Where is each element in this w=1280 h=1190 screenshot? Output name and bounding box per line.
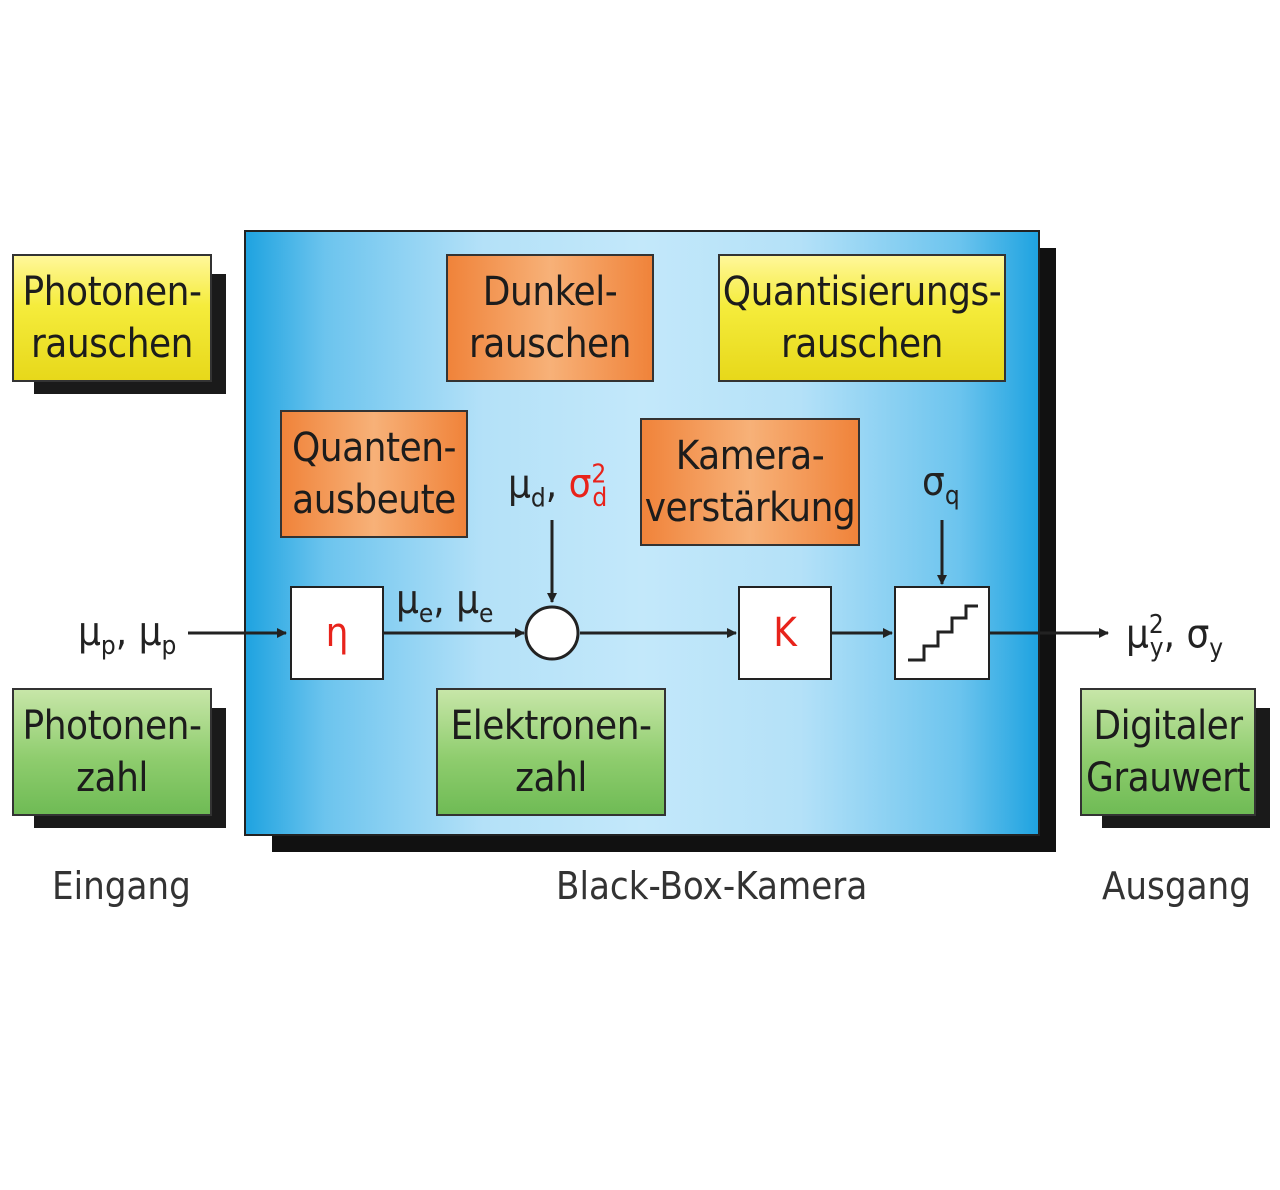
gain-symbol: K <box>773 610 797 656</box>
staircase-icon <box>908 604 978 662</box>
photon-noise-line2: rauschen <box>31 321 193 367</box>
sigma-symbol: σ <box>568 461 592 508</box>
gray-value-line1: Digitaler <box>1093 703 1243 749</box>
dark-signal-label: μd, σ2d <box>508 462 607 511</box>
quantization-noise-box: Quantisierungs- rauschen <box>718 254 1006 382</box>
mu-symbol: μ <box>78 609 101 655</box>
dark-noise-line1: Dunkel- <box>482 269 618 315</box>
photon-count-line1: Photonen- <box>22 703 202 749</box>
sigma-symbol: σ <box>922 459 945 505</box>
dark-noise-box: Dunkel- rauschen <box>446 254 654 382</box>
photon-count-box: Photonen- zahl <box>12 688 212 816</box>
electron-count-line1: Elektronen- <box>450 703 652 749</box>
camera-gain-line2: verstärkung <box>644 485 856 531</box>
y-sub: y <box>1149 633 1164 664</box>
quantum-efficiency-box: Quanten- ausbeute <box>280 410 468 538</box>
separator: , <box>115 609 139 655</box>
mu-symbol: μ <box>1126 611 1149 658</box>
e-sub: e <box>479 599 494 629</box>
separator: , <box>545 461 569 508</box>
mu-symbol: μ <box>456 577 480 623</box>
mu-symbol: μ <box>396 577 419 623</box>
gain-block: K <box>738 586 832 680</box>
camera-gain-line1: Kamera- <box>675 433 825 479</box>
mu-symbol: μ <box>508 461 531 508</box>
electron-signal-label: μe, μe <box>396 580 493 627</box>
summing-junction <box>524 605 580 661</box>
camera-gain-box: Kamera- verstärkung <box>640 418 860 546</box>
p-sub: p <box>100 631 116 661</box>
squared-sup: 2 <box>1148 610 1164 640</box>
eta-symbol: η <box>325 610 349 656</box>
electron-count-box: Elektronen- zahl <box>436 688 666 816</box>
sigma-symbol: σ <box>1186 611 1210 658</box>
squared-sup: 2 <box>591 460 607 490</box>
photon-noise-line1: Photonen- <box>22 269 202 315</box>
separator: , <box>433 577 457 623</box>
quantum-efficiency-line2: ausbeute <box>292 477 456 523</box>
d-sub: d <box>530 483 546 514</box>
input-signal-label: μp, μp <box>78 612 176 659</box>
dark-noise-line2: rauschen <box>469 321 631 367</box>
gray-value-line2: Grauwert <box>1085 755 1251 801</box>
quantization-noise-line1: Quantisierungs- <box>722 269 1002 315</box>
quantization-noise-line2: rauschen <box>781 321 943 367</box>
quantizer-block <box>894 586 990 680</box>
y-sub: y <box>1209 633 1224 664</box>
output-caption: Ausgang <box>1102 864 1251 908</box>
photon-noise-box: Photonen- rauschen <box>12 254 212 382</box>
quantum-efficiency-block: η <box>290 586 384 680</box>
electron-count-line2: zahl <box>515 755 587 801</box>
p-sub: p <box>161 631 177 661</box>
camera-caption: Black-Box-Kamera <box>556 864 868 908</box>
q-sub: q <box>944 481 960 511</box>
quantization-signal-label: σq <box>922 462 960 509</box>
d-sub: d <box>592 483 608 514</box>
input-caption: Eingang <box>52 864 191 908</box>
photon-count-line2: zahl <box>76 755 148 801</box>
separator: , <box>1163 611 1187 658</box>
output-signal-label: μ2y, σy <box>1126 612 1223 661</box>
gray-value-box: Digitaler Grauwert <box>1080 688 1256 816</box>
quantum-efficiency-line1: Quanten- <box>291 425 457 471</box>
e-sub: e <box>418 599 434 629</box>
mu-symbol: μ <box>138 609 162 655</box>
